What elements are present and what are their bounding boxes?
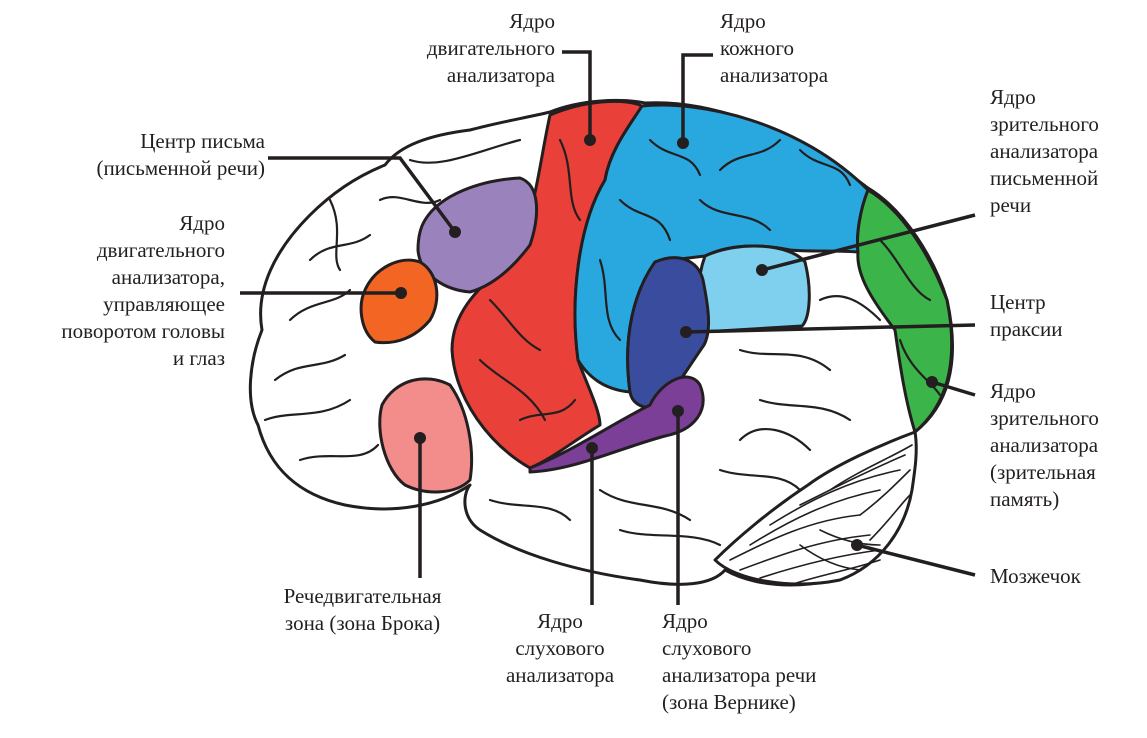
label-head-eye-motor: Ядро двигательного анализатора, управляю… — [61, 211, 225, 370]
cerebellum-folia — [729, 444, 913, 586]
label-praxis: Центр праксии — [990, 290, 1063, 341]
label-writing-center: Центр письма (письменной речи) — [96, 129, 265, 180]
label-visual-written: Ядро зрительного анализатора письменной … — [990, 85, 1099, 217]
visual-written-region — [696, 244, 811, 334]
head-eye-region — [359, 258, 439, 345]
leader-lines — [240, 50, 976, 605]
label-skin-core: Ядро кожного анализатора — [720, 9, 829, 87]
label-wernicke: Ядро слухового анализатора речи (зона Ве… — [662, 609, 817, 714]
label-broca: Речедвигательная зона (зона Брока) — [283, 584, 442, 635]
visual-memory-region — [856, 188, 954, 434]
label-motor-core: Ядро двигательного анализатора — [426, 9, 555, 87]
gyri — [263, 138, 942, 547]
label-visual-memory: Ядро зрительного анализатора (зрительная… — [990, 379, 1099, 511]
writing-center-region — [416, 176, 539, 294]
broca-region — [378, 377, 474, 494]
auditory-region — [528, 375, 705, 474]
label-auditory-core: Ядро слухового анализатора — [505, 609, 615, 687]
label-cerebellum: Мозжечок — [990, 564, 1081, 588]
marker-dots — [395, 134, 938, 551]
